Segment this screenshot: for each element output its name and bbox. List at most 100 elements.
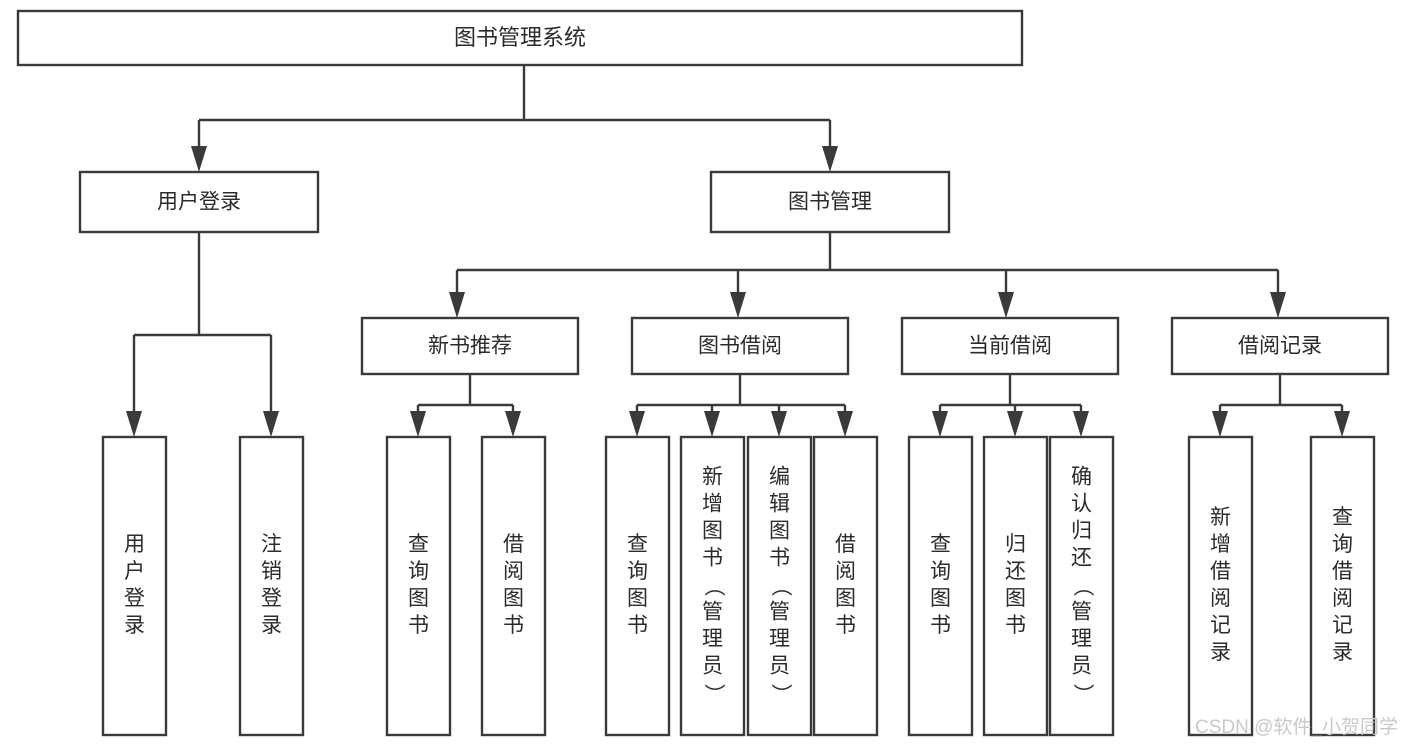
node-label-char: 借 [1210,560,1231,583]
node-label-char: 阅 [1332,587,1353,610]
connector-book-borrow [629,374,853,437]
node-user-login[interactable]: 用户登录 [78,170,320,234]
node-label-char: ） [769,684,792,705]
edges-layer [126,65,1350,437]
node-label-char: 新 [1210,506,1231,529]
node-label-char: 阅 [835,560,856,583]
node-label-char: 书 [769,547,790,570]
node-label-char: 询 [408,560,429,583]
node-label-char: （ [702,576,725,597]
node-label-char: 管 [1071,601,1092,624]
node-label-char: 员 [702,655,723,678]
node-label-char: 归 [1071,520,1092,543]
node-label-char: ） [1071,684,1094,705]
node-label-char: 还 [1005,560,1026,583]
nodes-layer: 图书管理系统用户登录图书管理新书推荐图书借阅当前借阅借阅记录用户登录注销登录查询… [16,9,1390,737]
node-label-char: 询 [1332,533,1353,556]
node-label-char: 员 [769,655,790,678]
node-label: 用户登录 [157,191,241,214]
node-label-char: 阅 [1210,587,1231,610]
node-label-char: 录 [261,614,282,637]
node-label-char: 借 [503,533,524,556]
node-label-char: 员 [1071,655,1092,678]
node-label-char: 管 [702,601,723,624]
connector-root [191,65,838,172]
node-label-char: 归 [1005,533,1026,556]
node-label-char: 图 [835,587,856,610]
node-book-manage[interactable]: 图书管理 [709,170,951,234]
node-label-char: 记 [1332,614,1353,637]
node-current-borrow[interactable]: 当前借阅 [900,316,1120,376]
node-label: 新书推荐 [428,335,512,358]
node-label-char: 书 [1005,614,1026,637]
node-label-char: 管 [769,601,790,624]
node-label-char: 增 [702,493,723,516]
node-label-char: 书 [627,614,648,637]
node-label-char: 书 [702,547,723,570]
node-label-char: 增 [1210,533,1231,556]
node-label-char: 记 [1210,614,1231,637]
node-label-char: 销 [261,560,282,583]
node-label-char: （ [1071,576,1094,597]
node-label-char: 录 [1332,641,1353,664]
csdn-watermark: CSDN @软件_小贺同学 [1195,716,1398,738]
node-label-char: 录 [124,614,145,637]
node-label: 当前借阅 [968,335,1052,358]
node-borrow-record[interactable]: 借阅记录 [1170,316,1390,376]
node-label-char: 书 [835,614,856,637]
node-label-char: （ [769,576,792,597]
node-label: 图书借阅 [698,335,782,358]
node-label-char: 书 [408,614,429,637]
node-label-char: 借 [1332,560,1353,583]
node-label-char: 图 [408,587,429,610]
node-label-char: 登 [124,587,145,610]
node-leaf-user-login[interactable]: 用户登录 [101,435,168,737]
node-label-char: 图 [769,520,790,543]
node-label-char: 查 [627,533,648,556]
node-label-char: 询 [930,560,951,583]
node-label-char: 录 [1210,641,1231,664]
node-label-char: 辑 [769,493,790,516]
node-book-borrow[interactable]: 图书借阅 [630,316,850,376]
node-label-char: 查 [1332,506,1353,529]
node-label-char: 图 [1005,587,1026,610]
node-label-char: 理 [702,628,723,651]
node-label-char: 借 [835,533,856,556]
connector-book-manage [449,232,1286,318]
connector-user-login [126,232,279,437]
node-label-char: 户 [124,560,145,583]
node-label-char: 图 [930,587,951,610]
node-root[interactable]: 图书管理系统 [16,9,1024,67]
node-label: 借阅记录 [1238,335,1322,358]
node-label-char: 图 [627,587,648,610]
node-label-char: 图 [702,520,723,543]
node-label-char: 查 [408,533,429,556]
node-label-char: 注 [261,533,282,556]
node-label-char: 书 [503,614,524,637]
connector-current-borrow [932,374,1089,437]
node-label-char: 图 [503,587,524,610]
node-label-char: 查 [930,533,951,556]
node-label-char: 询 [627,560,648,583]
node-label-char: 登 [261,587,282,610]
node-new-book-recommend[interactable]: 新书推荐 [360,316,580,376]
connector-borrow-record [1212,374,1350,437]
connector-new-book-recommend [410,374,521,437]
node-label: 图书管理 [788,191,872,214]
node-label-char: 还 [1071,547,1092,570]
node-label-char: 确 [1071,466,1092,489]
